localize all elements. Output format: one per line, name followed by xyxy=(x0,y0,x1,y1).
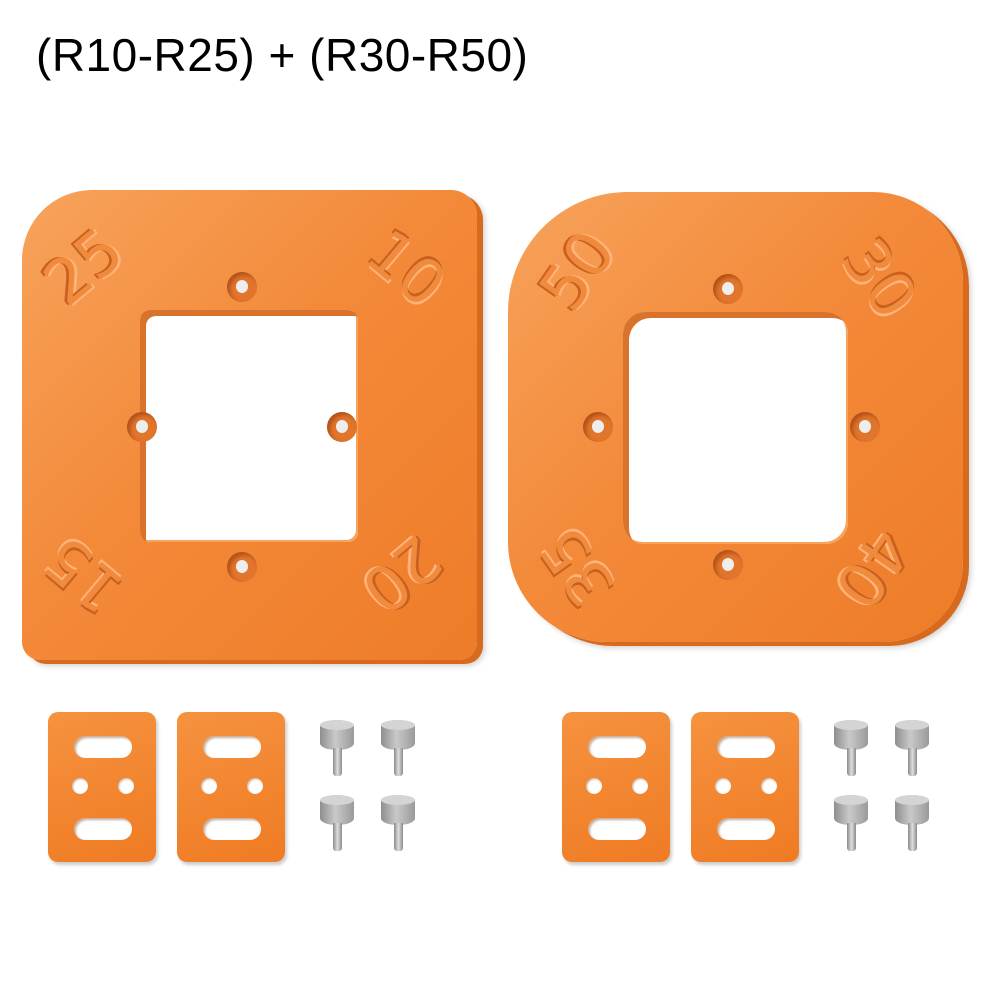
mount-hole xyxy=(327,412,357,442)
plate-window xyxy=(140,310,358,542)
mount-hole xyxy=(227,272,257,302)
thumb-screw xyxy=(895,720,931,780)
radius-label: 15 xyxy=(29,521,138,628)
plate-window xyxy=(623,312,848,544)
thumb-screw xyxy=(381,720,417,780)
radius-label: 50 xyxy=(524,217,630,324)
mount-hole xyxy=(850,412,880,442)
thumb-screw xyxy=(381,795,417,855)
shim-plate xyxy=(177,712,285,862)
thumb-screw xyxy=(320,795,356,855)
radius-label: 10 xyxy=(352,215,461,322)
thumb-screw xyxy=(895,795,931,855)
radius-label: 30 xyxy=(826,225,932,332)
shim-plate xyxy=(691,712,799,862)
thumb-screw xyxy=(834,795,870,855)
template-plate-r10-r25: 25 10 15 20 xyxy=(22,190,477,660)
mount-hole xyxy=(713,550,743,580)
product-title: (R10-R25) + (R30-R50) xyxy=(36,29,529,81)
radius-label: 25 xyxy=(29,213,138,320)
mount-hole xyxy=(713,274,743,304)
radius-label: 20 xyxy=(347,521,456,628)
thumb-screw xyxy=(320,720,356,780)
shim-plate xyxy=(48,712,156,862)
thumb-screw xyxy=(834,720,870,780)
radius-label: 35 xyxy=(524,513,630,620)
template-plate-r30-r50: 50 30 35 40 xyxy=(508,192,963,642)
shim-plate xyxy=(562,712,670,862)
mount-hole xyxy=(127,412,157,442)
mount-hole xyxy=(583,412,613,442)
mount-hole xyxy=(227,552,257,582)
